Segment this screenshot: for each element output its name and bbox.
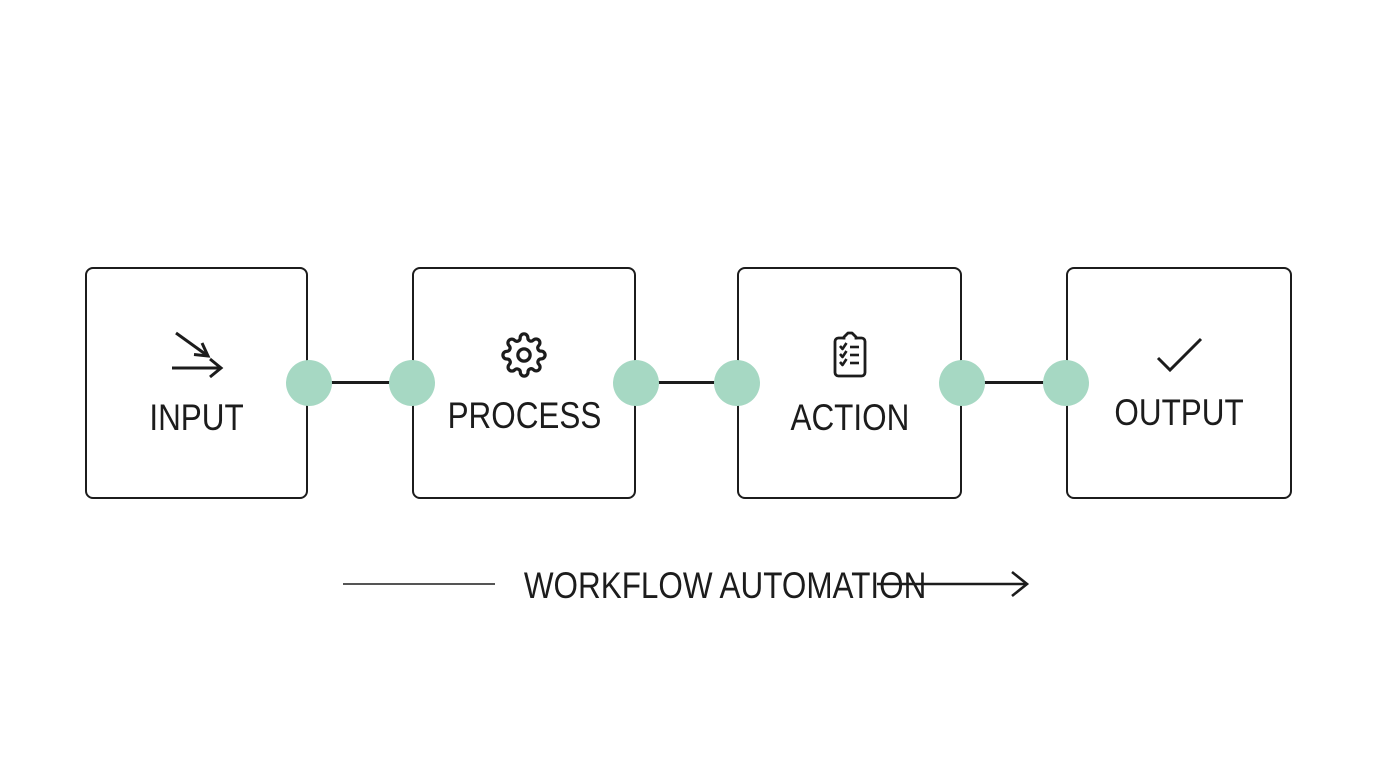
connector-line	[636, 381, 737, 384]
node-input: INPUT	[85, 267, 308, 499]
clipboard-checklist-icon	[830, 330, 870, 385]
connector-line	[308, 381, 412, 384]
node-label: ACTION	[790, 397, 909, 438]
gear-icon	[501, 332, 547, 383]
right-arrow-icon	[876, 568, 1034, 605]
connector-dot	[613, 360, 659, 406]
node-label: PROCESS	[447, 395, 601, 436]
connector-line	[962, 381, 1066, 384]
connector-dot	[939, 360, 985, 406]
connector-dot	[389, 360, 435, 406]
connector-dot	[1043, 360, 1089, 406]
node-label: INPUT	[149, 397, 244, 438]
checkmark-icon	[1153, 335, 1205, 380]
node-process: PROCESS	[412, 267, 636, 499]
caption-text: WORKFLOW AUTOMATION	[523, 565, 927, 606]
connector-dot	[286, 360, 332, 406]
caption-rule-line	[343, 583, 495, 585]
node-action: ACTION	[737, 267, 962, 499]
connector-dot	[714, 360, 760, 406]
node-label: OUTPUT	[1114, 392, 1244, 433]
input-arrows-icon	[169, 330, 225, 385]
node-output: OUTPUT	[1066, 267, 1292, 499]
